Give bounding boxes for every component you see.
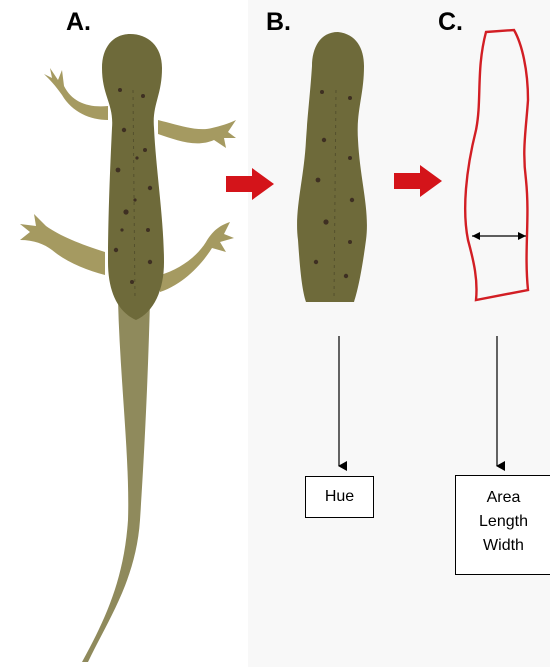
panel-label-a: A. <box>66 8 91 37</box>
salamander-body <box>102 34 164 320</box>
measurements-output-box: Area Length Width <box>455 475 550 575</box>
salamander-front-left-leg <box>44 68 108 120</box>
panel-label-c: C. <box>438 8 463 37</box>
salamander-front-right-leg <box>158 120 236 148</box>
hue-output-box: Hue <box>305 476 374 518</box>
salamander-hind-left-leg <box>20 214 105 275</box>
process-arrow-b-to-c <box>394 165 442 197</box>
width-measure-arrowhead-left-icon <box>472 232 480 240</box>
salamander-hind-right-leg <box>160 222 234 292</box>
measure-width-label: Width <box>456 534 550 558</box>
panel-label-b: B. <box>266 8 291 37</box>
salamander-full-image <box>20 34 236 662</box>
process-arrow-a-to-b <box>226 168 274 200</box>
salamander-tail <box>82 300 150 662</box>
measure-area-label: Area <box>456 486 550 510</box>
trunk-outline-shape <box>465 30 528 300</box>
salamander-trunk-crop <box>297 32 367 302</box>
measure-length-label: Length <box>456 510 550 534</box>
width-measure-arrowhead-right-icon <box>518 232 526 240</box>
